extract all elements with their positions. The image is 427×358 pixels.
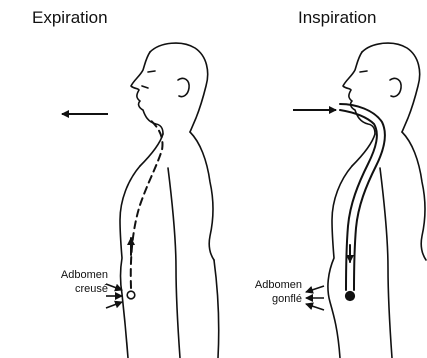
right-head-outline (362, 43, 420, 132)
left-hollow-marker (127, 291, 135, 299)
left-neck-front (140, 134, 163, 166)
right-back-outline (402, 132, 426, 260)
left-face-profile (131, 52, 163, 134)
left-head-outline (150, 43, 208, 132)
right-filled-marker (346, 292, 355, 301)
left-nose-line (142, 86, 148, 88)
expiration-figure (120, 43, 219, 358)
right-neck-front (352, 134, 375, 166)
left-ear (178, 78, 189, 96)
right-eye (360, 71, 367, 72)
inspiration-figure (328, 43, 426, 358)
right-arm-outline (380, 168, 392, 358)
expiration-abdomen-label: Adbomen creusé (18, 268, 108, 296)
right-abdomen-arrows (306, 286, 324, 310)
left-abdomen-arrows (106, 284, 122, 308)
left-back-lower (214, 260, 219, 358)
left-arm-outline (168, 168, 180, 358)
right-ear (390, 78, 401, 96)
right-chest-outline (328, 166, 352, 358)
expiration-abdomen-label-line1: Adbomen (18, 268, 108, 282)
left-eye (148, 71, 155, 72)
expiration-abdomen-label-line2: creusé (18, 282, 108, 296)
left-chest-outline (120, 166, 140, 358)
right-airway-outer (340, 110, 377, 290)
inspiration-abdomen-label-line2: gonflé (212, 292, 302, 306)
inspiration-abdomen-label-line1: Adbomen (212, 278, 302, 292)
inspiration-abdomen-label: Adbomen gonflé (212, 278, 302, 306)
left-back-outline (190, 132, 214, 260)
